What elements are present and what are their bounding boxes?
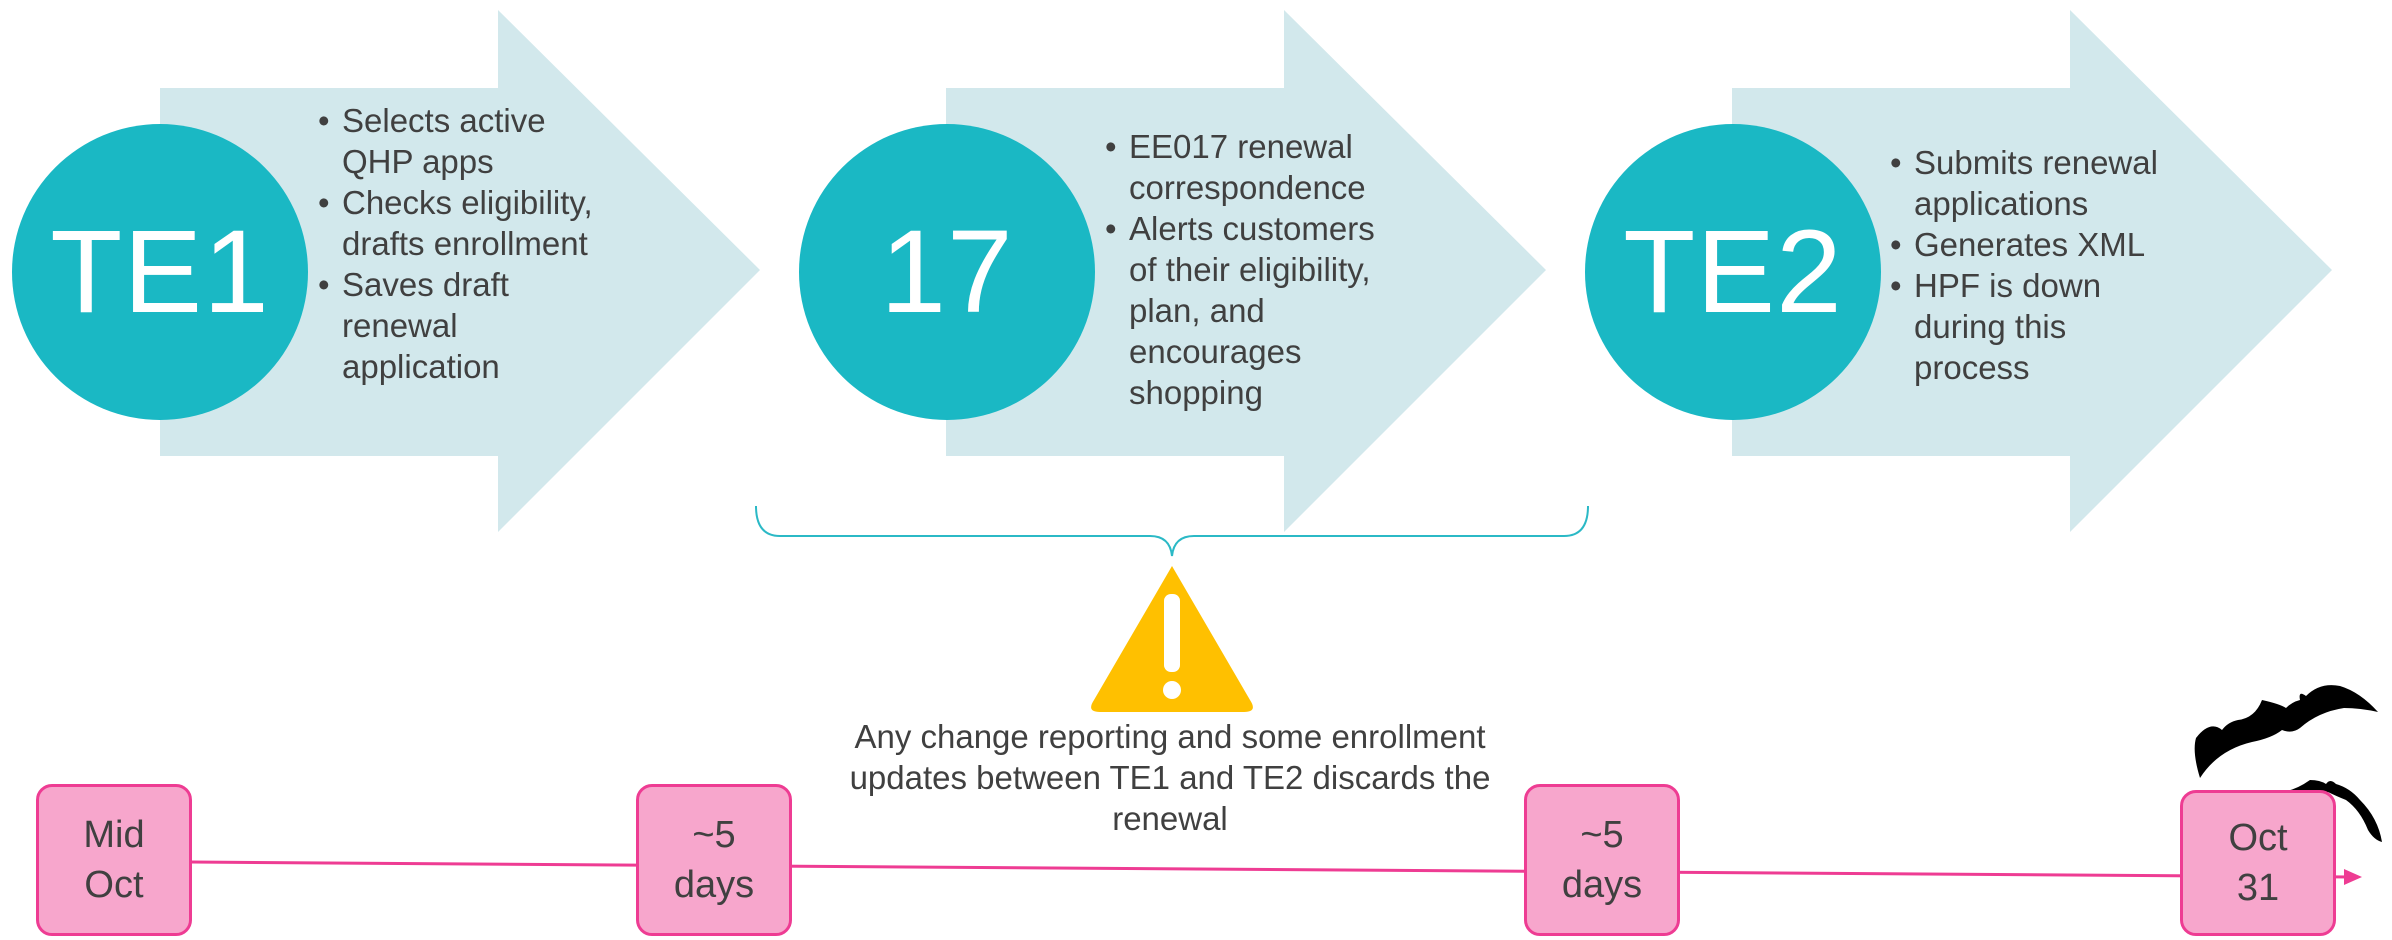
timeline-box-mid-oct: Mid Oct	[36, 784, 192, 936]
bat-icon	[2194, 685, 2378, 778]
step-1-label: TE1	[50, 206, 270, 338]
step-2-bullets: EE017 renewal correspondence Alerts cust…	[1105, 126, 1405, 413]
bullet-item: Alerts customers of their eligibility, p…	[1105, 208, 1405, 413]
timeline-box-line1: ~5	[1580, 814, 1624, 856]
timeline-box-5-days-2: ~5 days	[1524, 784, 1680, 936]
step-circle-2	[799, 124, 1095, 420]
bullet-item: Selects active QHP apps	[318, 100, 598, 182]
bullet-item: EE017 renewal correspondence	[1105, 126, 1405, 208]
timeline-box-line1: Oct	[2228, 817, 2288, 859]
bullet-item: Submits renewal applications	[1890, 142, 2190, 224]
bullet-item: Generates XML	[1890, 224, 2190, 265]
timeline-arrowhead	[2344, 869, 2362, 885]
bullet-item: Checks eligibility, drafts enrollment	[318, 182, 598, 264]
timeline-box-line2: days	[673, 864, 755, 906]
timeline-box-line2: 31	[2236, 867, 2280, 909]
timeline-line	[189, 860, 2351, 879]
timeline-box-line2: days	[1561, 864, 1643, 906]
step-circle-1	[12, 124, 308, 420]
timeline-box-5-days-1: ~5 days	[636, 784, 792, 936]
warning-text: Any change reporting and some enrollment…	[849, 718, 1491, 837]
warning-triangle-icon	[1091, 566, 1253, 712]
step-circle-3	[1585, 124, 1881, 420]
bracket-brace	[755, 505, 1589, 557]
timeline-box-line2: Oct	[84, 864, 144, 906]
timeline-box-oct-31: Oct 31	[2180, 790, 2336, 936]
step-1-bullets: Selects active QHP apps Checks eligibili…	[318, 100, 598, 387]
step-3-label: TE2	[1623, 206, 1843, 338]
bullet-item: HPF is down during this process	[1890, 265, 2190, 388]
bullet-item: Saves draft renewal application	[318, 264, 598, 387]
timeline-box-line1: ~5	[692, 814, 736, 856]
timeline-box-line1: Mid	[83, 814, 145, 856]
step-2-label: 17	[880, 206, 1014, 338]
step-3-bullets: Submits renewal applications Generates X…	[1890, 142, 2190, 388]
